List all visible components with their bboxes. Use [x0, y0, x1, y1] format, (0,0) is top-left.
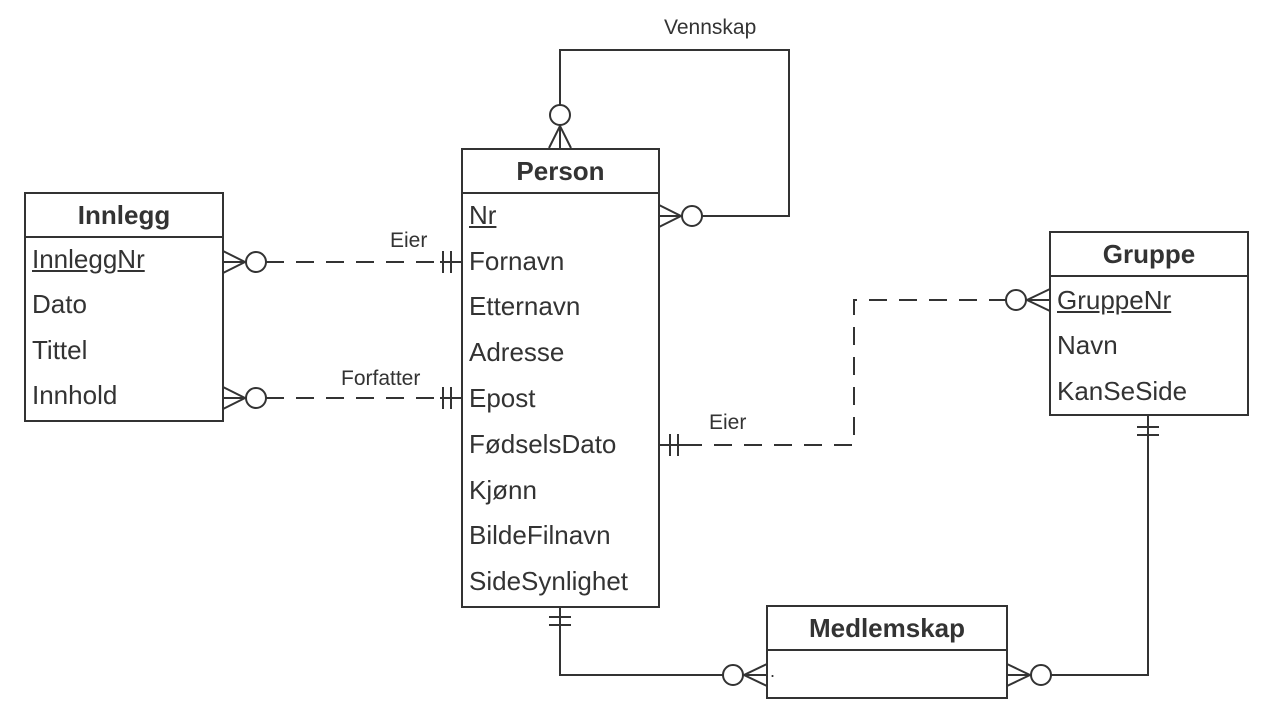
entity-title: Medlemskap [768, 607, 1006, 651]
attribute: Kjønn [469, 475, 537, 505]
innlegg-entity: Innlegg InnleggNr Dato Tittel Innhold [24, 192, 224, 422]
vennskap-connector [548, 49, 790, 228]
gruppe-entity: Gruppe GruppeNr Navn KanSeSide [1049, 231, 1249, 416]
gruppe-medlemskap-connector [1006, 415, 1159, 687]
vennskap-label: Vennskap [664, 16, 757, 39]
attribute: SideSynlighet [469, 566, 628, 596]
entity-title: Person [463, 150, 658, 194]
attribute: BildeFilnavn [469, 520, 611, 550]
attribute: KanSeSide [1057, 376, 1188, 406]
attribute: Innhold [32, 380, 118, 410]
forfatter-connector [222, 386, 462, 410]
entity-title: Innlegg [26, 194, 222, 238]
eier-connector-gruppe [659, 288, 1051, 456]
attribute: Adresse [469, 337, 565, 367]
attribute: Etternavn [469, 291, 581, 321]
attribute: Epost [469, 383, 536, 413]
attribute: Dato [32, 289, 87, 319]
eier-label-innlegg: Eier [390, 229, 428, 252]
attribute-primary-key: Nr [469, 200, 497, 230]
eier-connector-innlegg [222, 250, 462, 274]
attribute: Tittel [32, 335, 88, 365]
attribute: Fornavn [469, 246, 565, 276]
forfatter-label: Forfatter [341, 367, 421, 390]
eier-label-gruppe: Eier [709, 411, 747, 434]
attribute: . [770, 661, 776, 681]
attribute: FødselsDato [469, 429, 617, 459]
medlemskap-entity: Medlemskap . [766, 605, 1008, 699]
entity-title: Gruppe [1051, 233, 1247, 277]
attribute: Navn [1057, 330, 1118, 360]
attribute-primary-key: InnleggNr [32, 244, 145, 274]
person-entity: Person Nr Fornavn Etternavn Adresse Epos… [461, 148, 660, 608]
attribute-primary-key: GruppeNr [1057, 285, 1172, 315]
person-medlemskap-connector [549, 607, 768, 687]
